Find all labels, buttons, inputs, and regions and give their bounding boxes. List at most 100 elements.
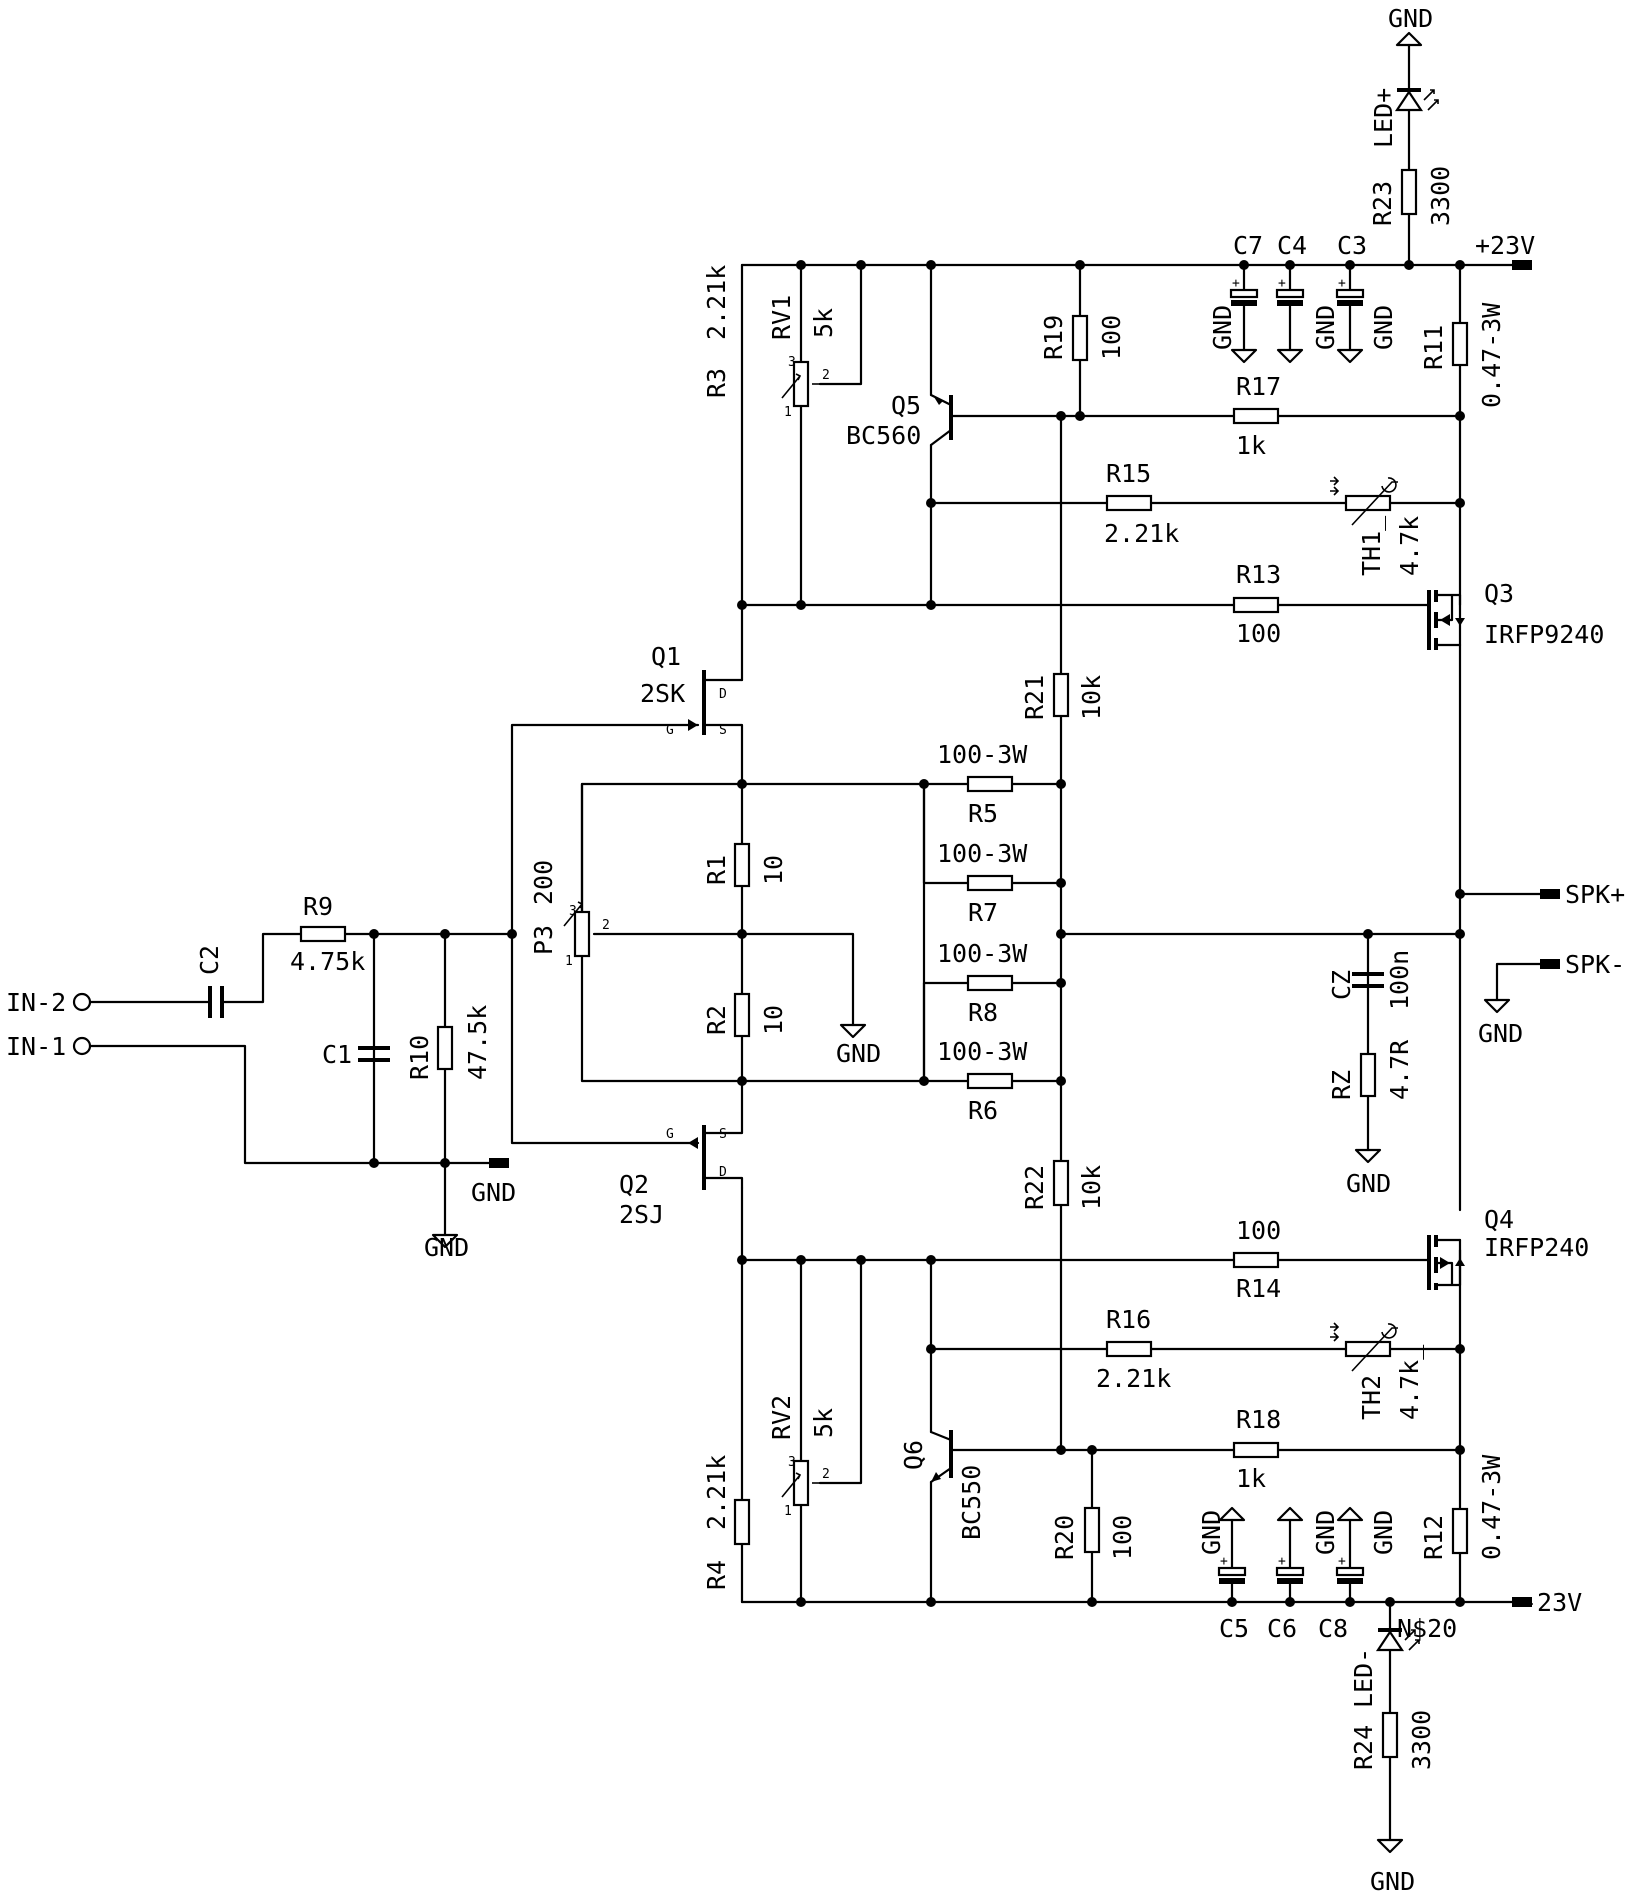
q2-ref: Q2 (619, 1170, 649, 1199)
r14-body (1232, 1251, 1280, 1269)
gnd-label: GND (1369, 1510, 1398, 1555)
r6-ref: R6 (968, 1096, 998, 1125)
wires (80, 43, 1542, 1842)
r2-body (733, 992, 751, 1038)
q5-value: BC560 (846, 421, 921, 450)
c6-ref: C6 (1267, 1614, 1297, 1643)
th2-value: 4.7k_ (1395, 1344, 1424, 1420)
r16-value: 2.21k (1096, 1364, 1171, 1393)
r7-value: 100-3W (937, 839, 1028, 868)
transistor-q4 (1427, 1235, 1465, 1290)
gnd-label: GND (1369, 305, 1398, 350)
r18-value: 1k (1236, 1464, 1266, 1493)
q6-value: BC550 (957, 1465, 986, 1540)
r5-body (966, 775, 1014, 793)
ground-symbols (431, 31, 1511, 1854)
input-connectors (72, 992, 92, 1056)
r14-value: 100 (1236, 1216, 1281, 1245)
c4-ref: C4 (1277, 231, 1307, 260)
label-spk-neg: SPK- (1565, 950, 1625, 979)
c2-ref: C2 (195, 945, 224, 975)
r19-body (1071, 314, 1089, 362)
capacitor-c3 (1335, 263, 1365, 352)
r5-value: 100-3W (937, 740, 1028, 769)
r4-body (733, 1498, 751, 1546)
capacitor-c6 (1275, 1518, 1305, 1604)
r8-body (966, 974, 1014, 992)
r20-value: 100 (1108, 1515, 1137, 1560)
thermistor-th2 (1330, 1322, 1398, 1372)
transistor-q6 (929, 1430, 953, 1484)
ledp-ref: LED+ (1369, 88, 1398, 148)
resistor-bodies (299, 168, 1469, 1759)
pin-label: 2 (602, 918, 610, 933)
r18-ref: R18 (1236, 1405, 1281, 1434)
p3-ref: P3 (529, 925, 558, 955)
r22-body (1052, 1159, 1070, 1207)
p3-value: 200 (529, 860, 558, 905)
pin-label: 1 (784, 405, 792, 420)
r11-body (1451, 321, 1469, 367)
r10-body (436, 1025, 454, 1071)
q4-value: IRFP240 (1484, 1233, 1589, 1262)
r10-ref: R10 (405, 1035, 434, 1080)
pin-label: + (1278, 1554, 1286, 1569)
r19-ref: R19 (1039, 315, 1068, 360)
pin-label: 2 (822, 368, 830, 383)
r23-body (1400, 168, 1418, 216)
r3-value: 2.21k (702, 265, 731, 340)
r13-body (1232, 596, 1280, 614)
net-flags (489, 260, 1560, 1607)
r24-value: 3300 (1407, 1710, 1436, 1770)
r4-ref: R4 (702, 1560, 731, 1590)
gnd-label: GND (1311, 1510, 1340, 1555)
th1-value: 4.7k (1395, 516, 1424, 576)
transistor-q3 (1427, 590, 1465, 650)
pin-label: D (719, 1165, 727, 1180)
pin-label: 2 (822, 1467, 830, 1482)
q6-ref: Q6 (899, 1440, 928, 1470)
r15-ref: R15 (1106, 459, 1151, 488)
pin-label: D (719, 687, 727, 702)
r1-ref: R1 (702, 855, 731, 885)
pin-label: + (1220, 1554, 1228, 1569)
pin-label: G (666, 1127, 674, 1142)
r7-body (966, 874, 1014, 892)
q1-ref: Q1 (651, 642, 681, 671)
thermistor-th1 (1330, 476, 1398, 526)
capacitor-cz (1352, 972, 1384, 988)
capacitor-c1 (358, 1046, 390, 1062)
r20-body (1083, 1506, 1101, 1554)
rv1-ref: RV1 (767, 295, 796, 340)
transistor-q5 (929, 393, 953, 447)
pin-label: S (719, 1127, 727, 1142)
capacitor-c5 (1217, 1518, 1247, 1604)
r17-value: 1k (1236, 431, 1266, 460)
r22-ref: R22 (1020, 1165, 1049, 1210)
cz-value: 100n (1385, 950, 1414, 1010)
r20-ref: R20 (1050, 1515, 1079, 1560)
c1-ref: C1 (322, 1040, 352, 1069)
r1-body (733, 842, 751, 888)
potentiometer-rv1 (781, 360, 820, 408)
rv1-value: 5k (809, 308, 838, 338)
r14-ref: R14 (1236, 1274, 1281, 1303)
r11-ref: R11 (1419, 325, 1448, 370)
capacitor-c8 (1335, 1518, 1365, 1604)
q3-value: IRFP9240 (1484, 620, 1604, 649)
pin-label: 1 (565, 954, 573, 969)
r10-value: 47.5k (463, 1005, 492, 1080)
gnd-label: GND (1197, 1510, 1226, 1555)
gnd-label: GND (1346, 1169, 1391, 1198)
pin-label: S (719, 723, 727, 738)
r23-value: 3300 (1426, 166, 1455, 226)
r8-ref: R8 (968, 998, 998, 1027)
rv2-value: 5k (809, 1408, 838, 1438)
transistor-q2 (688, 1125, 706, 1190)
th2-ref: TH2 (1357, 1375, 1386, 1420)
r21-body (1052, 672, 1070, 718)
pin-label: + (1338, 1554, 1346, 1569)
r13-value: 100 (1236, 619, 1281, 648)
r7-ref: R7 (968, 898, 998, 927)
gnd-label: GND (1370, 1867, 1415, 1896)
